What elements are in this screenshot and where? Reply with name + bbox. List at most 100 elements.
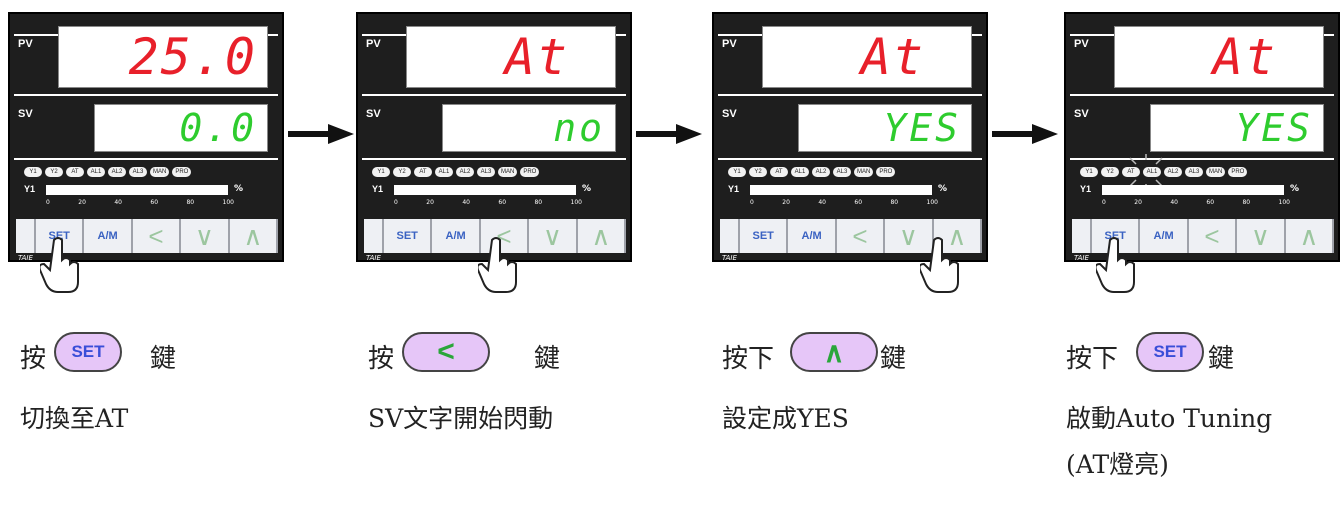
sv-value: YES	[1235, 106, 1313, 150]
indicator-man: MAN	[1206, 167, 1226, 177]
set-key-pill-icon: SET	[1136, 332, 1204, 372]
tick-label: 20	[78, 199, 86, 206]
bar-ticks: 0 20 40 60 80 100	[750, 199, 938, 206]
arrow-right-icon	[992, 124, 1058, 144]
set-key[interactable]: SET	[738, 219, 789, 253]
indicator-pro: PRO	[520, 167, 540, 177]
sv-value: YES	[883, 106, 961, 150]
tick-label: 20	[782, 199, 790, 206]
am-key[interactable]: A/M	[432, 219, 481, 253]
indicator-al1: AL1	[87, 167, 105, 177]
tick-label: 0	[1102, 199, 1106, 206]
bar-ticks: 0 20 40 60 80 100	[1102, 199, 1290, 206]
percent-sign: %	[582, 184, 592, 194]
left-key[interactable]: <	[837, 219, 886, 253]
left-key[interactable]: <	[1189, 219, 1238, 253]
sv-display: no	[442, 104, 616, 152]
indicator-at: AT	[66, 167, 84, 177]
indicator-al2: AL2	[812, 167, 830, 177]
output-bar	[46, 185, 228, 195]
am-key[interactable]: A/M	[1140, 219, 1189, 253]
indicator-al3: AL3	[1185, 167, 1203, 177]
caption-desc-4-line2: (AT燈亮)	[1066, 450, 1169, 479]
indicator-al2: AL2	[108, 167, 126, 177]
caption-press-4: 按下	[1066, 344, 1119, 374]
indicator-y2: Y2	[1101, 167, 1119, 177]
indicator-al2: AL2	[456, 167, 474, 177]
sv-label: SV	[1074, 108, 1089, 120]
left-key-pill-icon: <	[402, 332, 490, 372]
bar-ticks: 0 20 40 60 80 100	[46, 199, 234, 206]
pv-display: At	[1114, 26, 1324, 88]
divider	[14, 158, 278, 160]
indicator-y2: Y2	[393, 167, 411, 177]
indicator-al3: AL3	[129, 167, 147, 177]
up-key[interactable]: ∧	[578, 219, 627, 253]
caption-press-1: 按	[20, 344, 47, 374]
up-key-pill-icon: ∧	[790, 332, 878, 372]
am-key[interactable]: A/M	[788, 219, 837, 253]
indicator-row: Y1 Y2 AT AL1 AL2 AL3 MAN PRO	[372, 167, 540, 177]
indicator-row: Y1 Y2 AT AL1 AL2 AL3 MAN PRO	[1080, 167, 1248, 177]
pv-value: At	[860, 28, 925, 86]
left-key[interactable]: <	[133, 219, 182, 253]
pv-display: 25.0	[58, 26, 268, 88]
indicator-y1: Y1	[372, 167, 390, 177]
tick-label: 0	[46, 199, 50, 206]
sv-label: SV	[366, 108, 381, 120]
down-key[interactable]: ∨	[181, 219, 230, 253]
indicator-y1: Y1	[728, 167, 746, 177]
indicator-al1: AL1	[1143, 167, 1161, 177]
indicator-al2: AL2	[1164, 167, 1182, 177]
indicator-al1: AL1	[435, 167, 453, 177]
caption-key-1: 鍵	[150, 344, 177, 374]
brand-label: TAIE	[722, 254, 737, 262]
indicator-pro: PRO	[172, 167, 192, 177]
indicator-row: Y1 Y2 AT AL1 AL2 AL3 MAN PRO	[24, 167, 192, 177]
up-key[interactable]: ∧	[1286, 219, 1335, 253]
indicator-y2: Y2	[749, 167, 767, 177]
tick-label: 80	[186, 199, 195, 206]
tick-label: 60	[1206, 199, 1215, 206]
brand-label: TAIE	[366, 254, 381, 262]
caption-key-2: 鍵	[534, 344, 561, 374]
tick-label: 40	[462, 199, 470, 206]
output-bar	[394, 185, 576, 195]
divider	[1070, 158, 1334, 160]
indicator-y2: Y2	[45, 167, 63, 177]
up-key[interactable]: ∧	[934, 219, 983, 253]
indicator-man: MAN	[498, 167, 518, 177]
sv-display: 0.0	[94, 104, 268, 152]
caption-desc-1: 切換至AT	[20, 404, 129, 433]
indicator-pro: PRO	[876, 167, 896, 177]
sv-value: no	[553, 106, 605, 150]
pv-label: PV	[1074, 38, 1089, 50]
caption-press-3: 按下	[722, 344, 775, 374]
pv-value: At	[1212, 28, 1277, 86]
pv-label: PV	[722, 38, 737, 50]
am-key[interactable]: A/M	[84, 219, 133, 253]
up-key[interactable]: ∧	[230, 219, 279, 253]
y1-bar-label: Y1	[728, 184, 740, 194]
pointing-hand-icon	[1096, 237, 1135, 293]
arrow-right-icon	[288, 124, 354, 144]
down-key[interactable]: ∨	[1237, 219, 1286, 253]
arrow-right-icon	[636, 124, 702, 144]
caption-desc-2: SV文字開始閃動	[368, 404, 554, 433]
sv-value: 0.0	[179, 106, 257, 150]
tick-label: 60	[498, 199, 507, 206]
pv-display: At	[762, 26, 972, 88]
down-key[interactable]: ∨	[529, 219, 578, 253]
set-key[interactable]: SET	[382, 219, 433, 253]
tick-label: 80	[534, 199, 543, 206]
indicator-al1: AL1	[791, 167, 809, 177]
tick-label: 20	[426, 199, 434, 206]
percent-sign: %	[938, 184, 948, 194]
set-key-pill-icon: SET	[54, 332, 122, 372]
down-key[interactable]: ∨	[885, 219, 934, 253]
indicator-at: AT	[1122, 167, 1140, 177]
pv-value: At	[504, 28, 569, 86]
percent-sign: %	[1290, 184, 1300, 194]
tick-label: 40	[818, 199, 826, 206]
caption-desc-4: 啟動Auto Tuning	[1066, 404, 1273, 433]
